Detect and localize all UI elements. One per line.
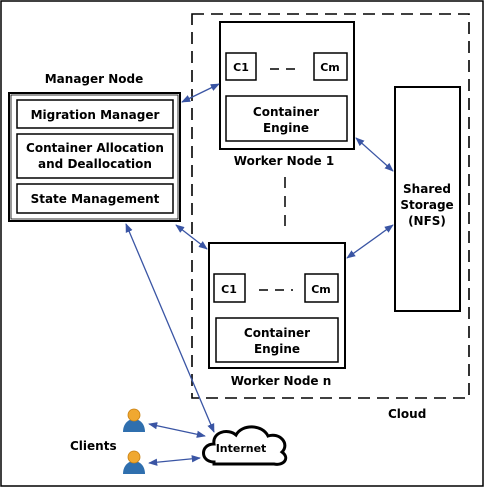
shared-storage-label-line2: Storage bbox=[400, 198, 453, 212]
container-engine-box bbox=[225, 95, 348, 142]
connector-arrows bbox=[125, 83, 394, 466]
person-icon bbox=[123, 450, 145, 474]
arrow-workern-storage bbox=[346, 224, 394, 259]
arrow-worker1-storage bbox=[355, 137, 394, 172]
clients-label: Clients bbox=[70, 439, 117, 453]
migration-manager-label: Migration Manager bbox=[31, 108, 160, 122]
container-engine-box bbox=[215, 317, 339, 363]
container-c1-box bbox=[225, 52, 257, 81]
container-engine-label-line2: Engine bbox=[263, 121, 309, 135]
arrow-manager-internet bbox=[125, 223, 215, 433]
state-management-module: State Management bbox=[16, 183, 174, 214]
container-allocation-label-line1: Container Allocation bbox=[26, 141, 164, 155]
container-engine-label-line1: Container bbox=[253, 105, 319, 119]
worker-node-n: C1 Cm Container Engine bbox=[208, 242, 346, 369]
shared-storage-label-line1: Shared bbox=[403, 182, 451, 196]
container-cm-box bbox=[304, 273, 339, 303]
shared-storage-label-line3: (NFS) bbox=[408, 214, 446, 228]
container-cm-box bbox=[313, 52, 348, 81]
container-cm-label: Cm bbox=[320, 61, 340, 74]
internet-cloud: Internet bbox=[202, 425, 288, 466]
cloud-boundary bbox=[191, 13, 470, 399]
cloud-label: Cloud bbox=[388, 407, 426, 421]
manager-node-title: Manager Node bbox=[45, 72, 144, 86]
migration-manager-module: Migration Manager bbox=[16, 99, 174, 129]
container-c1-label: C1 bbox=[221, 283, 237, 296]
container-engine-label-line1: Container bbox=[244, 326, 310, 340]
worker-node-1-title: Worker Node 1 bbox=[234, 154, 334, 168]
container-allocation-module: Container Allocation and Deallocation bbox=[16, 133, 174, 179]
arrow-client1-internet bbox=[148, 422, 206, 438]
state-management-label: State Management bbox=[31, 192, 160, 206]
manager-node: Migration Manager Container Allocation a… bbox=[8, 92, 181, 222]
worker-node-n-title: Worker Node n bbox=[231, 374, 332, 388]
worker-node-1: C1 Cm Container Engine bbox=[219, 21, 355, 150]
container-allocation-label-line2: and Deallocation bbox=[38, 157, 152, 171]
container-engine-label-line2: Engine bbox=[254, 342, 300, 356]
container-c1-label: C1 bbox=[233, 61, 249, 74]
person-icon bbox=[123, 408, 145, 432]
arrow-manager-worker1 bbox=[181, 83, 220, 103]
arrow-client2-internet bbox=[148, 455, 201, 466]
shared-storage: Shared Storage (NFS) bbox=[394, 86, 461, 312]
internet-label: Internet bbox=[216, 442, 267, 455]
container-cm-label: Cm bbox=[311, 283, 331, 296]
